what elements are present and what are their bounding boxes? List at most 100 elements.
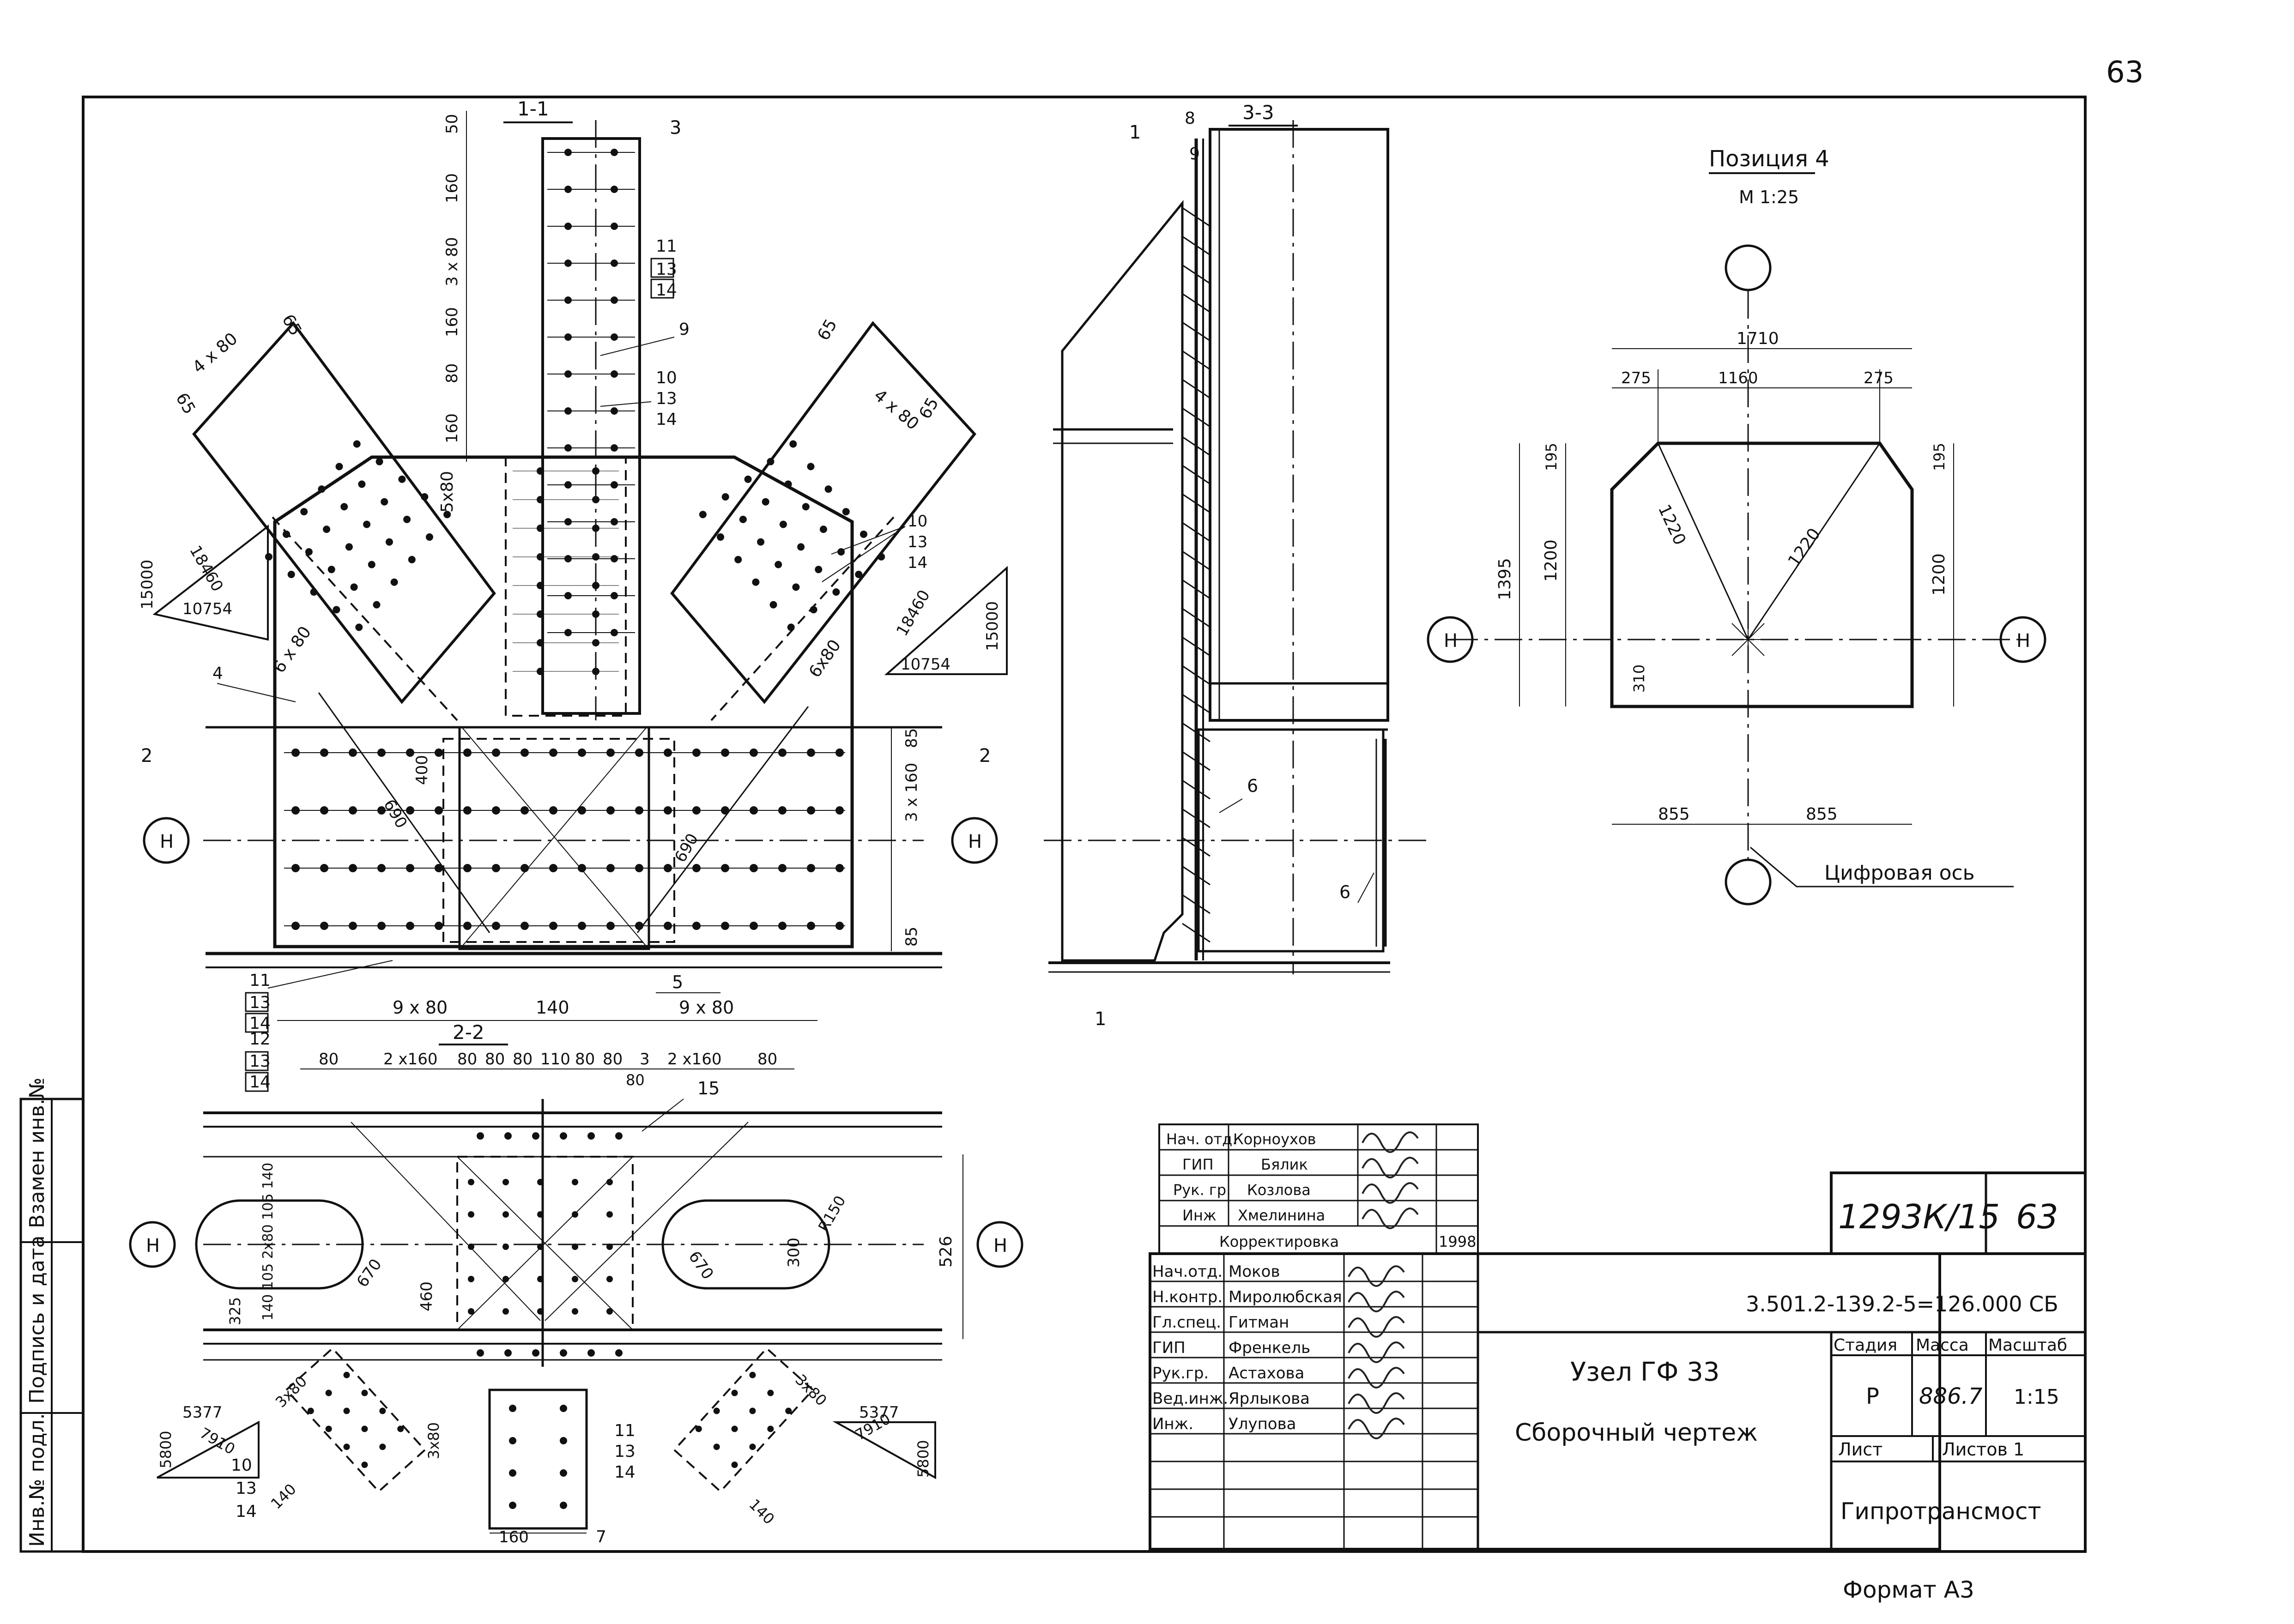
bolt-hole (521, 864, 529, 872)
bolt-hole (532, 1349, 539, 1357)
mark-14-b: 14 (656, 410, 677, 429)
bolt-hole (435, 864, 443, 872)
bolt-hole (435, 749, 443, 757)
bolt-hole (832, 588, 840, 596)
dim-80-g: 80 (757, 1050, 777, 1069)
bolt-hole (699, 511, 707, 519)
bolt-hole (731, 1389, 738, 1396)
bolt-hole (692, 922, 701, 930)
side-stamp-sign-date: Подпись и дата (25, 1236, 49, 1404)
pos4-top-bubble (1725, 244, 1772, 291)
bolt-hole (767, 458, 775, 465)
signature-mark (1348, 1392, 1405, 1414)
dim-325: 325 (226, 1297, 244, 1325)
bolt-hole (592, 610, 599, 618)
pos4-center-star (1725, 616, 1771, 663)
dim-50: 50 (443, 114, 461, 134)
position4-scale: М 1:25 (1739, 187, 1799, 207)
mark-5: 5 (672, 972, 683, 992)
axis-h-bubble-sec-left (129, 1221, 176, 1268)
bolt-hole (611, 555, 618, 562)
sig2-name-5: Ярлыкова (1229, 1389, 1310, 1408)
sheets-label: Листов 1 (1942, 1439, 2024, 1460)
mark-13-d: 13 (249, 993, 271, 1012)
slot-left (195, 1199, 364, 1290)
bolt-hole (807, 864, 815, 872)
sig1-name-3: Хмелинина (1238, 1207, 1325, 1224)
bolt-hole (492, 922, 500, 930)
slope-br-5800: 5800 (914, 1440, 932, 1478)
slope-right-15000: 15000 (983, 601, 1002, 651)
bolt-hole (291, 864, 300, 872)
title-line-2: Сборочный чертеж (1515, 1419, 1758, 1447)
bolt-hole (611, 444, 618, 452)
bolt-hole (325, 1425, 332, 1432)
axis-h-label-mid: Н (968, 831, 982, 852)
bolt-hole (537, 467, 544, 475)
dim-4x80-left: 4 x 80 (189, 329, 241, 377)
bolt-hole (564, 407, 572, 415)
mark-2-left: 2 (141, 745, 152, 767)
sig1-role-2: Рук. гр. (1173, 1181, 1231, 1199)
bolt-hole (463, 806, 472, 815)
gusset-plate (273, 455, 854, 948)
bolt-hole (578, 864, 586, 872)
bolt-hole (549, 749, 557, 757)
mark-3-top: 3 (670, 117, 681, 139)
bolt-hole (325, 1389, 332, 1396)
bolt-hole (560, 1349, 567, 1357)
dim-670-right: 670 (685, 1248, 717, 1283)
chord-splice-plate (458, 726, 650, 950)
dim-140: 140 (536, 997, 569, 1018)
bolt-hole (502, 1211, 509, 1218)
bolt-hole (664, 806, 672, 815)
bolt-hole (504, 1349, 512, 1357)
pos4-dim-275-left: 275 (1621, 369, 1651, 387)
dim-2x160-b: 2 x160 (667, 1050, 721, 1069)
bolt-hole (425, 533, 433, 541)
bolt-hole (509, 1405, 516, 1412)
dim-2x160-a: 2 x160 (383, 1050, 437, 1069)
bolt-hole (750, 806, 758, 815)
mark-1-top: 1 (1129, 122, 1141, 143)
bolt-hole (734, 555, 742, 563)
bolt-hole (435, 806, 443, 815)
dim-690-left: 690 (380, 797, 411, 832)
bolt-hole (564, 370, 572, 378)
sig2-name-6: Улупова (1229, 1415, 1296, 1433)
bolt-hole (785, 1407, 792, 1414)
dim-85-bot: 85 (902, 927, 921, 947)
bolt-hole (606, 922, 615, 930)
bolt-hole (564, 296, 572, 304)
bolt-hole (721, 749, 729, 757)
bolt-hole (463, 749, 472, 757)
bolt-hole (611, 296, 618, 304)
bolt-hole (521, 749, 529, 757)
sig1-name-0: Корноухов (1233, 1130, 1316, 1148)
dim-vert-stack: 140 105 2x80 105 140 (260, 1163, 276, 1321)
page-number: 63 (2106, 55, 2143, 90)
bolt-hole (463, 922, 472, 930)
pos4-axis-h-right-label: Н (2016, 630, 2030, 652)
bolt-hole (343, 1371, 350, 1378)
left-diagonal-member (192, 321, 496, 704)
bolt-hole (592, 582, 599, 589)
sig1-name-1: Бялик (1261, 1156, 1308, 1173)
dim-9x80-right: 9 x 80 (679, 997, 734, 1018)
bolt-hole (549, 806, 557, 815)
bolt-hole (572, 1276, 578, 1282)
bolt-hole (807, 922, 815, 930)
bolt-hole (537, 582, 544, 589)
bolt-hole (835, 806, 844, 815)
bolt-hole (611, 149, 618, 156)
bolt-hole (592, 639, 599, 646)
mark-13-g: 13 (236, 1479, 257, 1498)
dim-460: 460 (418, 1281, 436, 1311)
dim-r150: R150 (815, 1193, 849, 1235)
bolt-hole (537, 496, 544, 503)
bolt-hole (752, 578, 760, 586)
section-2-2-label: 2-2 (453, 1021, 484, 1044)
axis-h-label-left: Н (160, 831, 174, 852)
dim-65-left-bot: 65 (172, 390, 199, 417)
bolt-hole (757, 538, 765, 546)
